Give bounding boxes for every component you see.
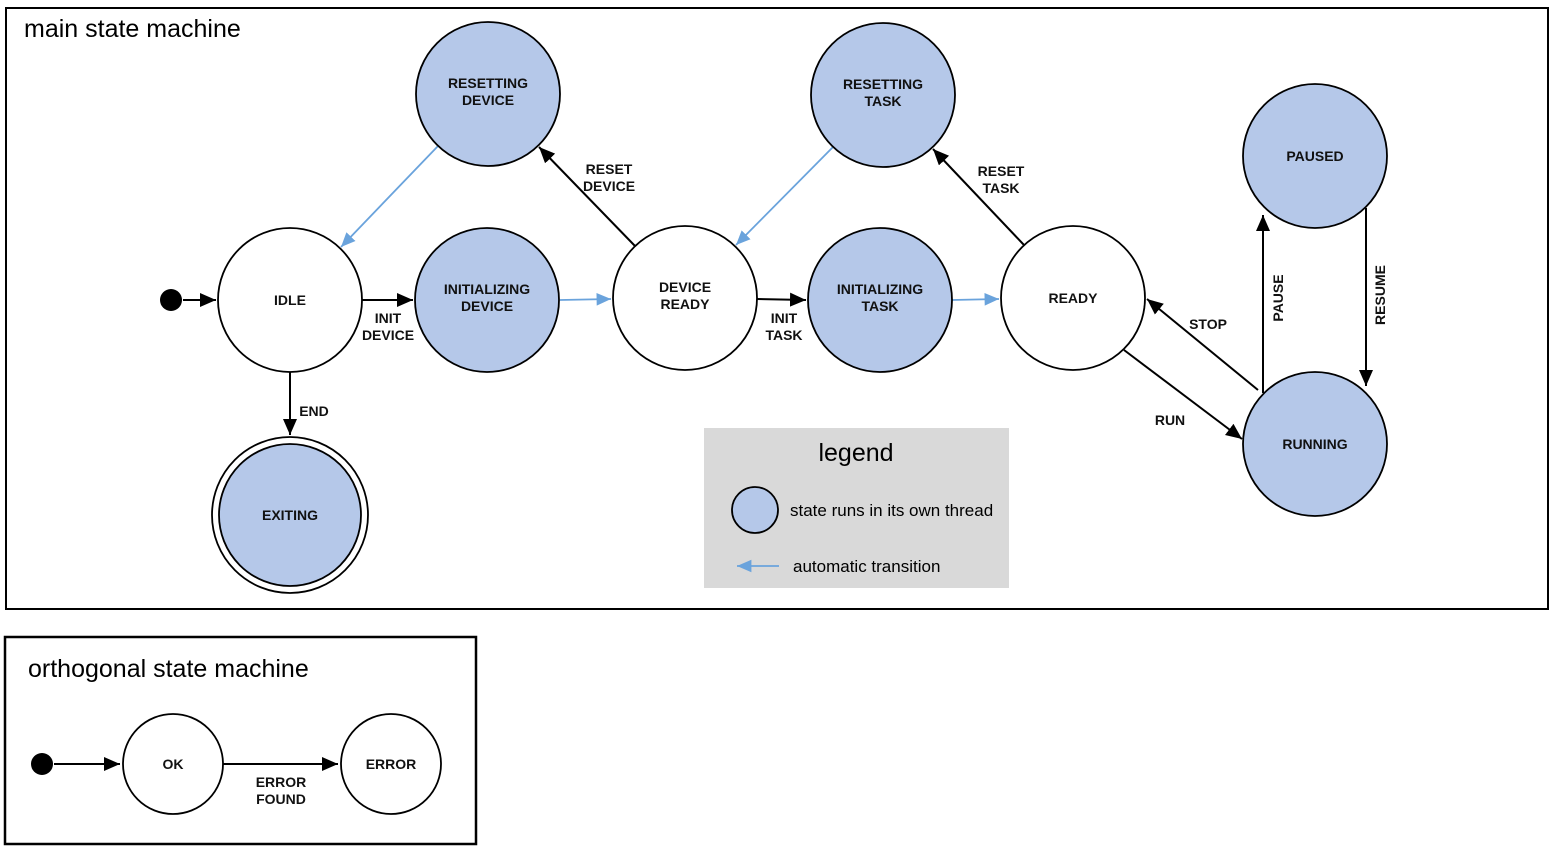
transition-label-init-device-line1: INIT (375, 310, 402, 326)
state-label-initializing-task-line1: INITIALIZING (837, 281, 923, 297)
transition-label-stop: STOP (1189, 316, 1227, 332)
legend-thread-item-label: state runs in its own thread (790, 501, 993, 520)
state-label-ready: READY (1048, 290, 1098, 306)
legend-title: legend (818, 439, 893, 467)
state-label-paused: PAUSED (1286, 148, 1343, 164)
state-exiting (218, 443, 362, 587)
transition-label-init-device-line2: DEVICE (362, 327, 414, 343)
transition-label-error-found-line2: FOUND (256, 791, 306, 807)
legend-auto-item-label: automatic transition (793, 557, 940, 576)
transition-label-error-found-line1: ERROR (256, 774, 307, 790)
state-label-exiting: EXITING (262, 507, 318, 523)
auto-transition-initializing-task-to-ready (951, 293, 1000, 306)
legend: legend state runs in its own thread auto… (704, 428, 1009, 588)
transition-label-end: END (299, 403, 329, 419)
state-ready (1000, 225, 1146, 371)
transition-label-run: RUN (1155, 412, 1185, 428)
state-label-initializing-task-line2: TASK (861, 298, 898, 314)
initial-state-icon (160, 289, 182, 311)
transition-device-ready-to-resetting-device (538, 146, 636, 247)
state-resetting-device (415, 21, 561, 167)
auto-transition-resetting-device-to-idle (340, 145, 439, 248)
state-label-ok: OK (163, 756, 184, 772)
transition-label-reset-device-line2: DEVICE (583, 178, 635, 194)
transition-label-reset-task-line1: RESET (978, 163, 1025, 179)
state-label-initializing-device-line1: INITIALIZING (444, 281, 530, 297)
transition-ready-to-running (1123, 349, 1243, 440)
state-label-device-ready-line1: DEVICE (659, 279, 711, 295)
state-label-initializing-device-line2: DEVICE (461, 298, 513, 314)
state-label-resetting-device-line1: RESETTING (448, 75, 528, 91)
transition-label-init-task-line2: TASK (765, 327, 802, 343)
state-label-error: ERROR (366, 756, 417, 772)
state-paused (1242, 83, 1388, 229)
state-initializing-device (414, 227, 560, 373)
main-panel-title: main state machine (24, 15, 241, 43)
transition-label-pause: PAUSE (1270, 274, 1286, 321)
state-label-running: RUNNING (1282, 436, 1347, 452)
state-initializing-task (807, 227, 953, 373)
transition-label-init-task-line1: INIT (771, 310, 798, 326)
auto-transition-initializing-device-to-device-ready (559, 292, 612, 306)
orthogonal-initial-state-icon (31, 753, 53, 775)
state-running (1242, 371, 1388, 517)
state-label-resetting-device-line2: DEVICE (462, 92, 514, 108)
transition-label-reset-task-line2: TASK (982, 180, 1019, 196)
state-idle (217, 227, 363, 373)
state-ok (122, 713, 224, 815)
state-label-idle: IDLE (274, 292, 306, 308)
state-label-resetting-task-line1: RESETTING (843, 76, 923, 92)
state-label-resetting-task-line2: TASK (864, 93, 901, 109)
legend-thread-state-icon (731, 486, 779, 534)
transition-ready-to-resetting-task (932, 148, 1025, 246)
state-resetting-task (810, 22, 956, 168)
state-error (340, 713, 442, 815)
transition-label-reset-device-line1: RESET (586, 161, 633, 177)
auto-transition-resetting-task-to-device-ready (735, 146, 834, 246)
transition-label-resume: RESUME (1372, 265, 1388, 325)
transition-device-ready-to-initializing-task (756, 292, 807, 307)
state-device-ready (612, 225, 758, 371)
orthogonal-panel-title: orthogonal state machine (28, 655, 309, 683)
state-label-device-ready-line2: READY (660, 296, 710, 312)
transition-running-to-ready (1146, 298, 1259, 391)
